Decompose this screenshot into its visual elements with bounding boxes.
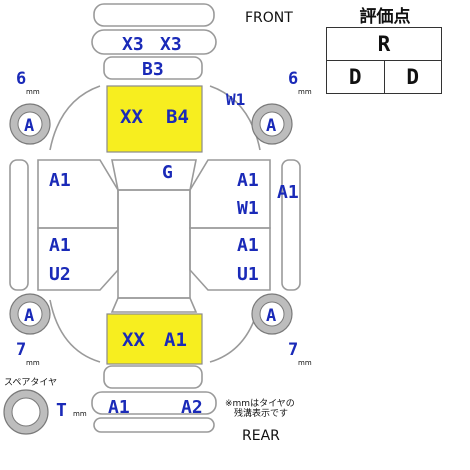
code-roof: G xyxy=(162,162,173,183)
code-front-bumper-left: X3 xyxy=(122,34,144,55)
right-front-door-outline xyxy=(189,159,271,229)
code-front-bumper-right: X3 xyxy=(160,34,182,55)
note-line-1: ※mmはタイヤの xyxy=(225,398,295,409)
tyre-rear-left xyxy=(9,293,51,335)
code-grille: B3 xyxy=(142,59,164,80)
front-bumper-lower-outline xyxy=(91,29,217,55)
front-label: FRONT xyxy=(245,10,293,26)
spare-tire-label: スペアタイヤ xyxy=(4,377,57,388)
rear-bumper-outline xyxy=(91,391,217,415)
trunk-panel xyxy=(106,313,203,365)
code-rear-door-right-2: U1 xyxy=(237,264,259,285)
code-trunk-right: A1 xyxy=(164,329,187,351)
tyre-code-front-right: A xyxy=(266,116,276,136)
tread-unit-spare: mm xyxy=(73,410,87,418)
grade-exterior: D xyxy=(383,60,442,94)
code-rear-door-left: A1 xyxy=(49,235,71,256)
left-rear-door-outline xyxy=(37,227,119,291)
left-front-fender-outline xyxy=(49,85,101,151)
rear-panel-outline xyxy=(103,365,203,389)
grille-outline xyxy=(103,56,203,80)
code-front-fender-right: A1 xyxy=(277,182,299,203)
tyre-code-rear-left: A xyxy=(24,306,34,326)
code-front-door-right: A1 xyxy=(237,170,259,191)
code-windshield: W1 xyxy=(226,90,245,109)
grade-overall: R xyxy=(326,27,442,61)
code-front-fender-left: A1 xyxy=(49,170,71,191)
tyre-spare xyxy=(3,389,49,435)
right-rocker-outline xyxy=(281,159,301,291)
tyre-rear-right xyxy=(251,293,293,335)
tread-rear-left: 7 xyxy=(16,340,26,360)
roof-outline xyxy=(117,189,191,299)
left-front-door-outline xyxy=(37,159,119,229)
tyre-code-front-left: A xyxy=(24,116,34,136)
tread-unit-front-left: mm xyxy=(26,88,40,96)
hood-panel xyxy=(106,85,203,153)
note-line-2: 残溝表示です xyxy=(234,407,288,419)
grade-interior: D xyxy=(326,60,385,94)
tread-rear-right: 7 xyxy=(288,340,298,360)
left-rocker-outline xyxy=(9,159,29,291)
front-bumper-outline xyxy=(93,3,215,27)
code-rear-door-right: A1 xyxy=(237,235,259,256)
grade-table: R D D xyxy=(326,27,442,94)
tyre-code-rear-right: A xyxy=(266,306,276,326)
code-rear-door-left-2: U2 xyxy=(49,264,71,285)
right-front-fender-outline xyxy=(209,85,261,151)
windshield-outline xyxy=(111,159,197,191)
grade-title: 評価点 xyxy=(359,7,411,27)
tread-unit-front-right: mm xyxy=(298,88,312,96)
tyre-code-spare: T xyxy=(56,400,67,421)
tyre-front-left xyxy=(9,103,51,145)
tread-unit-rear-right: mm xyxy=(298,359,312,367)
right-rear-door-outline xyxy=(189,227,271,291)
code-hood-left: XX xyxy=(120,106,143,128)
code-hood-right: B4 xyxy=(166,106,189,128)
rear-window-outline xyxy=(110,297,198,313)
rear-label: REAR xyxy=(242,428,280,444)
code-rear-bumper-right: A2 xyxy=(181,397,203,418)
tread-front-right: 6 xyxy=(288,69,298,89)
rear-bumper-lower-outline xyxy=(93,417,215,433)
code-trunk-left: XX xyxy=(122,329,145,351)
tread-front-left: 6 xyxy=(16,69,26,89)
tread-unit-rear-left: mm xyxy=(26,359,40,367)
code-front-door-right-glass: W1 xyxy=(237,198,259,219)
code-rear-bumper-left: A1 xyxy=(108,397,130,418)
left-rear-fender-outline xyxy=(49,299,101,363)
tyre-front-right xyxy=(251,103,293,145)
